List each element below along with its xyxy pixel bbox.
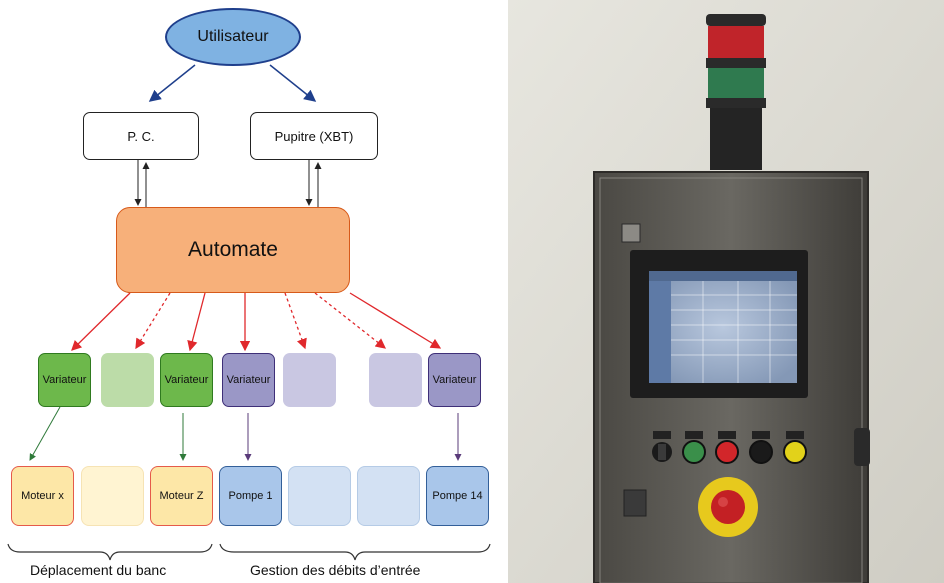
user-label: Utilisateur xyxy=(197,28,269,45)
variateur-label-1: Variateur xyxy=(42,374,87,386)
variateur-slot-5 xyxy=(283,353,336,407)
moteur-x-node: Moteur x xyxy=(11,466,74,526)
arrow-automate-to-variateur-4 xyxy=(349,292,442,349)
pompe-slot-2 xyxy=(288,466,351,526)
arrow-automate-to-slot-5 xyxy=(284,292,307,350)
variateur-node-2: Variateur xyxy=(160,353,213,407)
pc-label: P. C. xyxy=(127,128,155,144)
variateur-node-4: Variateur xyxy=(428,353,481,407)
variateur-label-4: Variateur xyxy=(432,374,477,386)
arrow-automate-to-variateur-1 xyxy=(71,292,131,351)
pompe-1-node: Pompe 1 xyxy=(219,466,282,526)
door-handle xyxy=(854,428,870,466)
variateur-label-2: Variateur xyxy=(164,374,209,386)
moteur-slot-2 xyxy=(81,466,144,526)
variateur-label-3: Variateur xyxy=(226,374,271,386)
brace-right xyxy=(219,543,491,561)
pupitre-node: Pupitre (XBT) xyxy=(250,112,378,160)
pompe-1-label: Pompe 1 xyxy=(228,490,273,502)
button-row xyxy=(652,431,807,464)
automate-label: Automate xyxy=(188,238,278,261)
tower-light xyxy=(706,14,766,170)
arrow-automate-to-variateur-2 xyxy=(187,292,206,352)
pupitre-label: Pupitre (XBT) xyxy=(274,128,354,144)
arrow-variateur-to-moteur-x xyxy=(29,406,61,461)
moteur-x-label: Moteur x xyxy=(21,490,64,502)
arrow-user-to-pc xyxy=(148,64,196,102)
arrow-automate-to-slot-2 xyxy=(135,292,171,350)
arrow-automate-to-slot-6 xyxy=(314,292,387,349)
caption-deplacement: Déplacement du banc xyxy=(30,562,167,578)
brace-left xyxy=(7,543,213,561)
variateur-slot-2 xyxy=(101,353,154,407)
hmi-screen xyxy=(630,250,808,398)
user-node: Utilisateur xyxy=(165,8,301,66)
side-socket xyxy=(623,489,647,517)
emergency-stop xyxy=(698,477,758,537)
variateur-slot-6 xyxy=(369,353,422,407)
variateur-node-1: Variateur xyxy=(38,353,91,407)
control-panel-illustration xyxy=(508,0,944,583)
pompe-14-label: Pompe 14 xyxy=(432,490,483,502)
control-panel-photo xyxy=(508,0,944,583)
automate-node: Automate xyxy=(116,207,350,293)
variateur-node-3: Variateur xyxy=(222,353,275,407)
moteur-z-label: Moteur Z xyxy=(159,490,204,502)
pc-node: P. C. xyxy=(83,112,199,160)
moteur-z-node: Moteur Z xyxy=(150,466,213,526)
pompe-14-node: Pompe 14 xyxy=(426,466,489,526)
arrow-user-to-pupitre xyxy=(269,64,317,102)
pompe-slot-3 xyxy=(357,466,420,526)
caption-gestion: Gestion des débits d’entrée xyxy=(250,562,421,578)
